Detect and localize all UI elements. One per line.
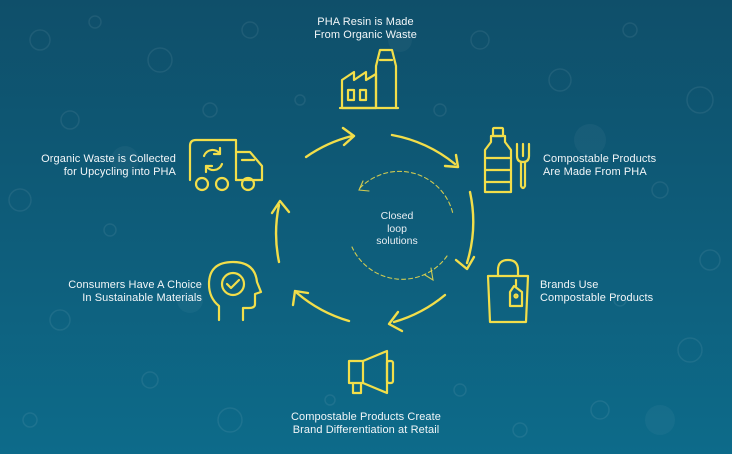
- step-organic-waste-label: Organic Waste is Collected for Upcycling…: [32, 153, 176, 179]
- step-brand-differentiation-label: Compostable Products Create Brand Differ…: [272, 411, 460, 437]
- step-consumers-choice-line1: Consumers Have A Choice: [68, 279, 202, 291]
- megaphone-icon: [347, 349, 395, 395]
- step-brand-differentiation-line2: Brand Differentiation at Retail: [292, 424, 440, 436]
- cycle-arrow-left: [274, 203, 281, 264]
- inner-loop-upper: [359, 170, 454, 215]
- cycle-arrow-bottom-left: [295, 291, 351, 323]
- step-pha-resin-line2: From Organic Waste: [314, 29, 417, 41]
- cycle-arrow-top: [304, 134, 354, 159]
- step-consumers-choice-line2: In Sustainable Materials: [82, 292, 202, 304]
- cycle-arrow-top-right: [390, 133, 457, 166]
- step-organic-waste-line2: for Upcycling into PHA: [63, 166, 176, 178]
- bottle-fork-icon: [483, 126, 531, 194]
- step-organic-waste-line1: Organic Waste is Collected: [41, 153, 176, 165]
- step-pha-resin-line1: PHA Resin is Made: [317, 16, 414, 28]
- inner-loop-lower: [351, 246, 448, 280]
- cycle-arrow-bottom-right: [392, 293, 447, 324]
- recycling-truck-icon: [188, 138, 264, 192]
- step-compostable-products-line2: Are Made From PHA: [543, 166, 647, 178]
- step-compostable-products-line1: Compostable Products: [543, 153, 657, 165]
- step-brands-use-line2: Compostable Products: [540, 292, 654, 304]
- center-label: Closed loop solutions: [355, 210, 439, 248]
- shopping-bag-icon: [486, 258, 530, 324]
- center-label-line3: solutions: [376, 235, 418, 247]
- factory-icon: [338, 48, 400, 110]
- step-brands-use-label: Brands Use Compostable Products: [540, 279, 653, 305]
- step-pha-resin-label: PHA Resin is Made From Organic Waste: [303, 16, 428, 42]
- step-consumers-choice-label: Consumers Have A Choice In Sustainable M…: [60, 279, 202, 305]
- cycle-arrow-right: [465, 190, 475, 265]
- head-check-icon: [207, 260, 263, 322]
- step-brands-use-line1: Brands Use: [540, 279, 599, 291]
- center-label-line1: Closed: [380, 210, 414, 222]
- step-compostable-products-label: Compostable Products Are Made From PHA: [543, 153, 656, 179]
- center-label-line2: loop: [387, 222, 407, 235]
- step-brand-differentiation-line1: Compostable Products Create: [290, 411, 442, 423]
